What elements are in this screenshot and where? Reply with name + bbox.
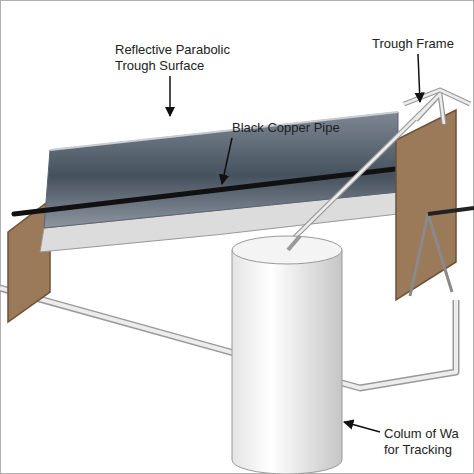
end-plate xyxy=(8,200,50,322)
water-column xyxy=(232,250,342,474)
leader-arrow xyxy=(169,76,171,116)
leader-arrow xyxy=(344,422,380,432)
end-plate xyxy=(396,110,456,300)
frame-pipe xyxy=(0,288,456,388)
leader-arrow xyxy=(418,54,420,102)
tracking-rod xyxy=(288,90,470,244)
leader-arrow xyxy=(222,138,232,184)
copper-pipe xyxy=(14,168,404,214)
tracking-rod xyxy=(288,90,470,244)
tracking-rod xyxy=(288,236,300,250)
trough-rim xyxy=(50,112,398,150)
callout-label: Reflective Parabolic Trough Surface xyxy=(115,42,255,74)
frame-pipe xyxy=(0,288,456,388)
tripod-leg xyxy=(410,214,452,296)
reflective-surface xyxy=(44,112,398,228)
callout-label: Black Copper Pipe xyxy=(232,120,362,136)
callout-label: Colum of Wa for Tracking xyxy=(384,426,472,458)
outlet-pipe xyxy=(428,208,474,214)
water-column-top xyxy=(232,236,342,264)
callout-label: Trough Frame xyxy=(372,36,472,52)
